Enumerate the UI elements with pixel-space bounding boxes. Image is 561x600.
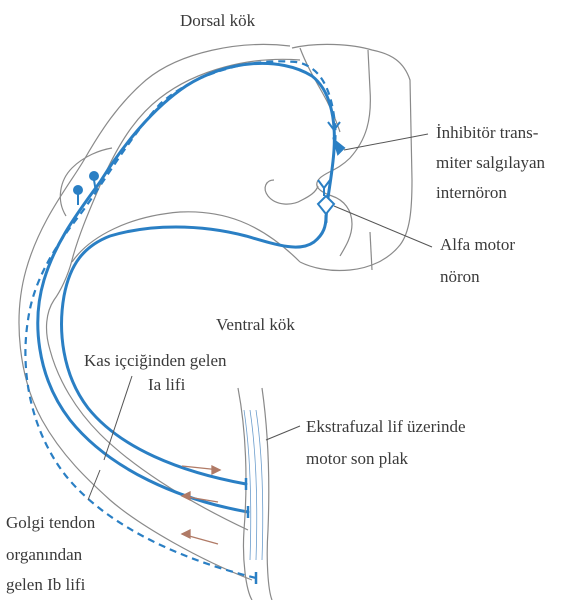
label-ia-1: Kas içciğinden gelen: [84, 351, 227, 370]
leader-endplate: [266, 426, 300, 440]
ia-afferent-fiber: [38, 63, 335, 512]
nerve-fibers: [38, 63, 335, 512]
label-ib-1: Golgi tendon: [6, 513, 96, 532]
label-dorsal-root: Dorsal kök: [180, 11, 256, 30]
alpha-motor-efferent-fiber: [62, 216, 326, 484]
alpha-motor-neuron: [318, 196, 334, 214]
label-ventral-root: Ventral kök: [216, 315, 295, 334]
label-interneuron-3: internöron: [436, 183, 507, 202]
inner-sheath: [47, 59, 300, 530]
muscle: [238, 388, 272, 600]
grey-matter-horn: [265, 180, 318, 204]
ganglion-cell-ib: [90, 172, 99, 181]
label-ia-2: Ia lifi: [148, 375, 186, 394]
leader-interneuron: [344, 134, 428, 150]
label-ib-2: organından: [6, 545, 83, 564]
label-ib-3: gelen Ib lifi: [6, 575, 86, 594]
labels: Dorsal kök Ventral kök İnhibitör trans- …: [6, 11, 546, 594]
leader-ib: [88, 470, 100, 500]
inhibitory-interneuron: [334, 140, 344, 154]
spinal-cord-section: [265, 44, 412, 270]
leader-ia: [104, 376, 132, 460]
muscle-outline-right: [262, 388, 272, 600]
label-alpha-1: Alfa motor: [440, 235, 515, 254]
label-interneuron-2: miter salgılayan: [436, 153, 546, 172]
outer-sheath: [19, 44, 290, 580]
label-interneuron-1: İnhibitör trans-: [436, 123, 539, 142]
dorsal-root-ganglion: [60, 148, 112, 216]
label-alpha-2: nöron: [440, 267, 480, 286]
ganglion-cell-ia: [74, 186, 83, 195]
label-endplate-1: Ekstrafuzal lif üzerinde: [306, 417, 466, 436]
ventral-midline: [370, 232, 372, 270]
spinal-cord-outline: [292, 44, 412, 270]
label-endplate-2: motor son plak: [306, 449, 408, 468]
